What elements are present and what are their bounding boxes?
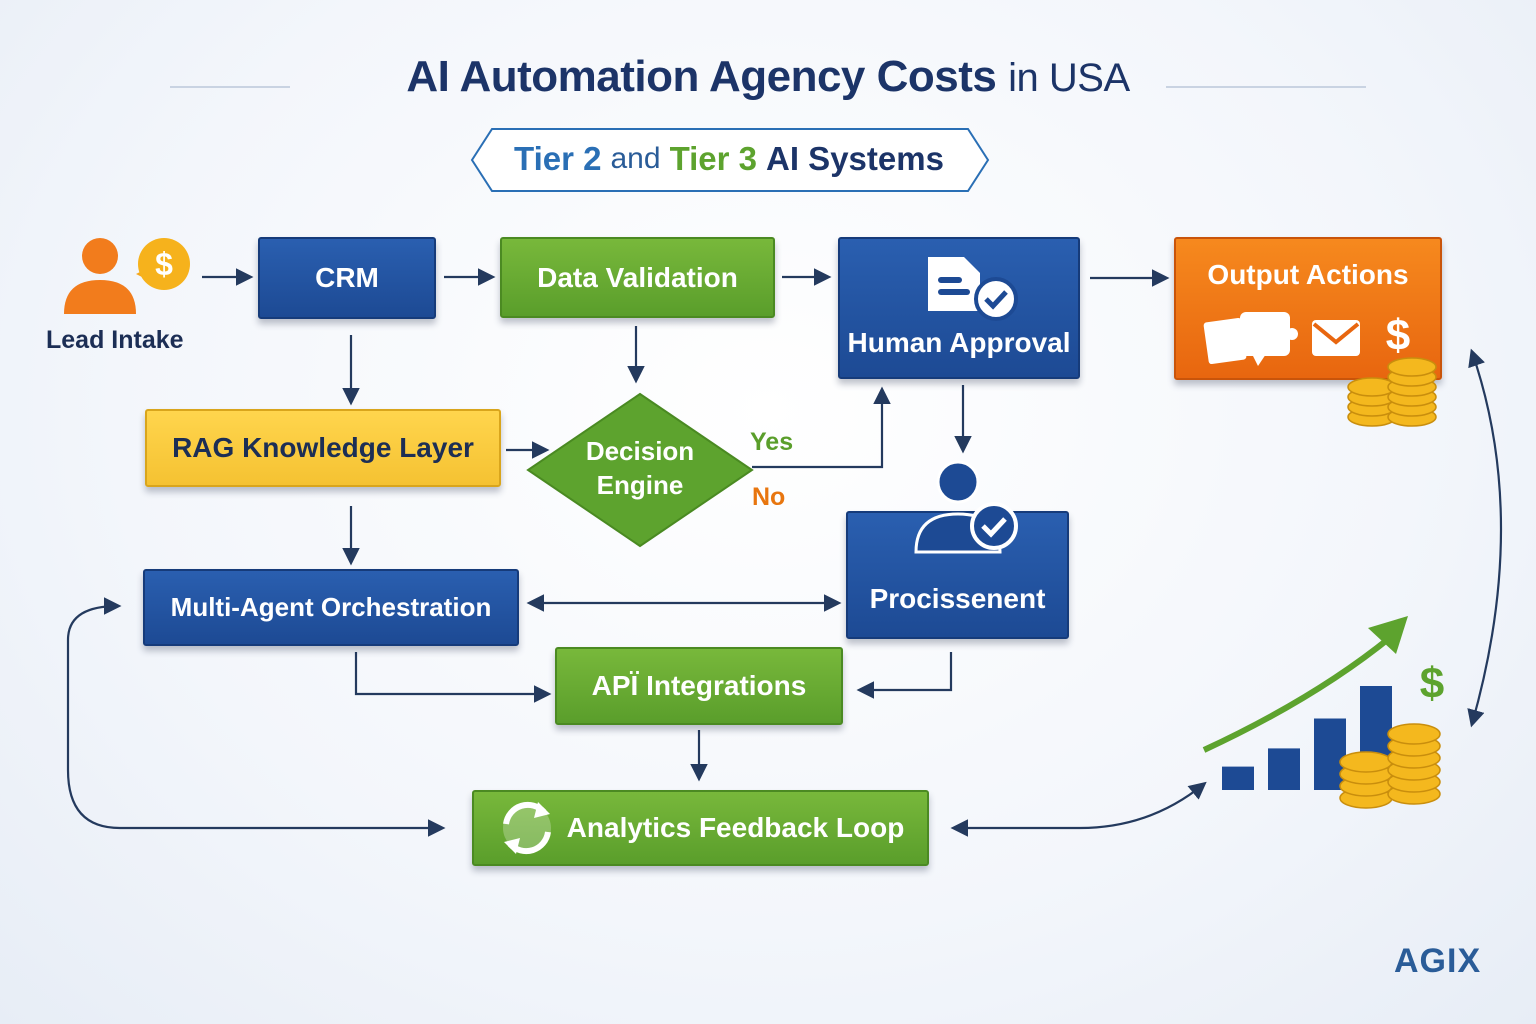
growth-chart-icon: $ [1202, 616, 1444, 809]
growth-coins [1339, 723, 1441, 809]
human-approval-node[interactable]: Human Approval [838, 237, 1080, 379]
data-validation-node[interactable]: Data Validation [500, 237, 775, 318]
title-suffix: in USA [1008, 56, 1130, 100]
person-dollar-icon: $ [64, 238, 190, 314]
rag-knowledge-node[interactable]: RAG Knowledge Layer [145, 409, 501, 487]
growth-bar [1268, 748, 1300, 790]
output-actions-label: Output Actions [1207, 259, 1409, 290]
title-main: AI Automation Agency Costs [406, 52, 997, 101]
subtitle-and: and [610, 142, 661, 175]
subtitle-rest: AI Systems [766, 140, 944, 177]
chat-icon [1203, 312, 1298, 366]
growth-arrow [1202, 633, 1394, 753]
api-integrations-label: APÏ Integrations [591, 670, 807, 701]
crm-node[interactable]: CRM [258, 237, 436, 319]
coin-stack-icon [1347, 357, 1437, 427]
human-approval-label: Human Approval [847, 327, 1071, 358]
arrow-loop-left [66, 597, 446, 837]
svg-text:$: $ [155, 246, 173, 282]
rag-knowledge-label: RAG Knowledge Layer [172, 432, 474, 463]
multi-agent-label: Multi-Agent Orchestration [170, 592, 492, 622]
crm-label: CRM [315, 262, 379, 293]
refresh-icon [503, 801, 551, 855]
document-check-icon [928, 257, 1018, 321]
page-title: AI Automation Agency Costs in USA [0, 52, 1536, 102]
subtitle-tier2: Tier 2 [514, 140, 602, 177]
arrow-output-growth [1467, 348, 1503, 728]
api-integrations-node[interactable]: APÏ Integrations [555, 647, 843, 725]
arrow-analytics-growth [950, 781, 1207, 837]
subtitle-tier3: Tier 3 [669, 140, 758, 177]
analytics-feedback-node[interactable]: Analytics Feedback Loop [472, 790, 929, 866]
data-validation-label: Data Validation [537, 261, 738, 293]
title-rule-right [1166, 86, 1366, 88]
decision-engine-node[interactable] [524, 390, 756, 550]
mail-icon [1312, 320, 1360, 356]
output-icons: $ [1203, 311, 1410, 366]
lead-intake-label: Lead Intake [46, 326, 184, 354]
no-label: No [752, 483, 786, 511]
yes-label: Yes [750, 428, 794, 456]
growth-bar [1222, 766, 1254, 790]
subtitle-frame [470, 128, 990, 192]
growth-arrowhead [1368, 616, 1408, 654]
multi-agent-node[interactable]: Multi-Agent Orchestration [143, 569, 519, 646]
brand-logo: AGIX [1394, 942, 1482, 980]
arrow-decision-approval-yes [752, 386, 891, 469]
dollar-icon: $ [1386, 311, 1410, 360]
procisenent-label: Procissenent [869, 583, 1046, 614]
person-check-icon [914, 460, 1018, 554]
decision-engine-label: Decision Engine [540, 434, 740, 502]
growth-dollar: $ [1420, 659, 1444, 708]
arrow-procisenent-api [856, 652, 953, 699]
arrow-multiagent-api [354, 652, 552, 703]
growth-bar [1314, 718, 1346, 790]
decision-line1: Decision [585, 436, 695, 466]
decision-line2: Engine [596, 470, 684, 500]
title-rule-left [170, 86, 290, 88]
analytics-feedback-label: Analytics Feedback Loop [566, 812, 905, 843]
subtitle: Tier 2 and Tier 3 AI Systems [470, 128, 988, 190]
